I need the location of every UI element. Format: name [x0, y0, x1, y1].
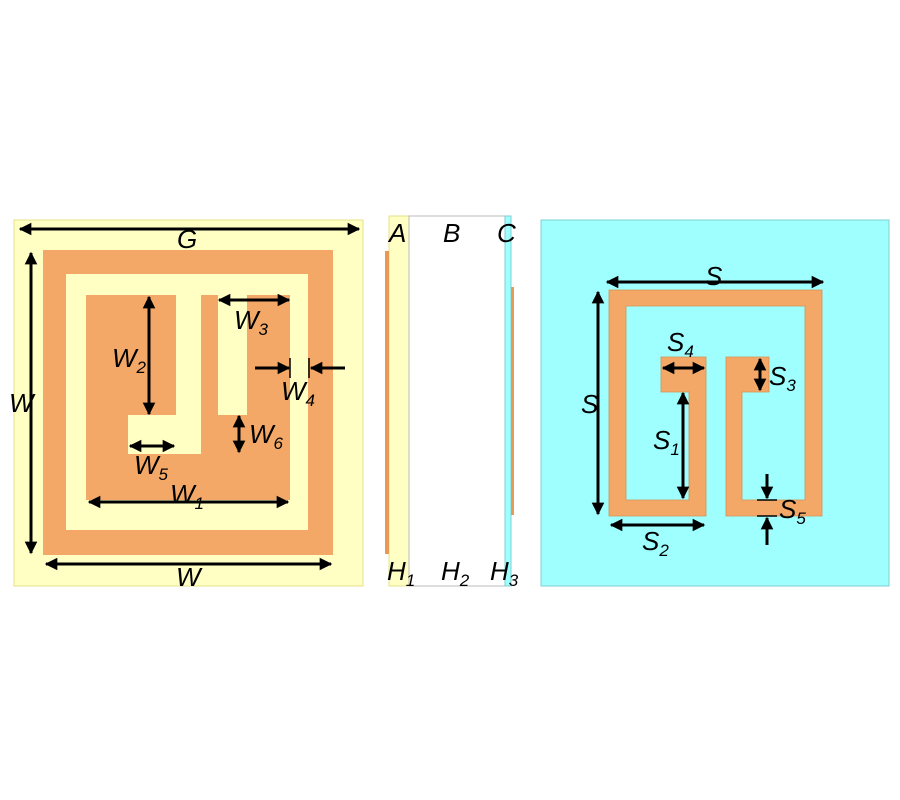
- slot-right: [218, 295, 247, 415]
- label-w6: W6: [249, 419, 284, 453]
- label-s-horizontal: S: [705, 261, 723, 291]
- label-w2: W2: [112, 343, 147, 377]
- front-view-panel: G W W W1 W2 W3 W4 W5 W6: [9, 219, 364, 592]
- label-h2: H2: [441, 556, 470, 590]
- label-s4: S4: [667, 327, 694, 361]
- slot-left: [128, 415, 176, 454]
- label-w5: W5: [134, 450, 169, 484]
- label-w1: W1: [170, 479, 204, 513]
- back-view-panel: S S S1 S2 S3 S4 S5: [540, 219, 890, 587]
- label-b: B: [443, 218, 460, 248]
- label-s3: S3: [769, 361, 796, 395]
- label-h1: H1: [387, 556, 415, 590]
- label-c: C: [497, 218, 516, 248]
- side-view-panel: A B C H1 H2 H3: [385, 215, 519, 590]
- label-w-horizontal: W: [176, 562, 203, 592]
- label-a: A: [387, 218, 406, 248]
- layer-c: [504, 215, 512, 587]
- layer-b: [408, 215, 506, 587]
- label-s5: S5: [779, 494, 806, 528]
- label-s2: S2: [642, 526, 669, 560]
- label-w-vertical: W: [9, 388, 36, 418]
- label-w3: W3: [234, 305, 269, 339]
- layer-a: [388, 215, 410, 587]
- layer-c-metal: [511, 287, 514, 515]
- label-g: G: [177, 224, 197, 254]
- back-meander-trace: [608, 289, 823, 517]
- label-h3: H3: [490, 556, 519, 590]
- layer-a-metal: [385, 251, 389, 554]
- label-w4: W4: [281, 376, 315, 410]
- label-s1: S1: [653, 425, 680, 459]
- label-s-vertical: S: [581, 389, 599, 419]
